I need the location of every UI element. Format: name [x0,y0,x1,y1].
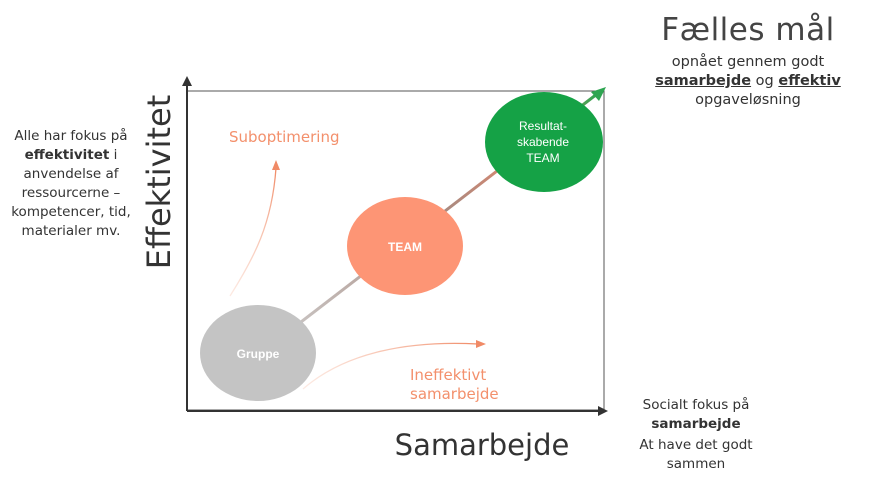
subtitle-line2: samarbejde og effektiv [628,72,868,91]
page-subtitle: opnået gennem godt samarbejde og effekti… [628,53,868,110]
subtitle-keyword-effektiv: effektiv [778,73,841,89]
result-label-line1: Resultat- [519,119,567,133]
team-label: TEAM [388,240,422,254]
subtitle-conjunction: og [751,73,779,89]
gruppe-node [200,305,316,401]
efficiency-note-line4: ressourcerne – [21,185,121,201]
togetherness-note: At have det godt sammen [626,436,766,474]
ineffektivt-label-line2: samarbejde [410,385,499,403]
efficiency-note-line5: kompetencer, tid, [11,204,131,220]
social-keyword: samarbejde [651,416,741,432]
efficiency-note-rest1: i [109,147,118,163]
result-label-line3: TEAM [526,151,559,165]
y-axis [182,76,192,411]
page-title: Fælles mål [661,12,835,48]
result-label-line2: skabende [517,135,569,149]
social-note: Socialt fokus på samarbejde [626,396,766,434]
subtitle-keyword-samarbejde: samarbejde [655,73,752,89]
result-team-node [485,92,603,192]
social-note-keyword: samarbejde [626,415,766,434]
ineffektivt-label-line1: Ineffektivt [410,366,486,384]
social-note-line1: Socialt fokus på [642,397,750,413]
suboptimering-label: Suboptimering [229,128,340,146]
ineffektivt-arrow [302,340,486,390]
togetherness-note-line2: sammen [666,456,726,472]
team-node [347,197,463,295]
x-axis [187,406,608,416]
suboptimering-arrow [229,160,280,297]
efficiency-note-line2: effektivitet i [4,146,138,165]
efficiency-note-line6: materialer mv. [21,223,121,239]
y-axis-label: Effektivitet [140,95,178,270]
efficiency-note: Alle har fokus på effektivitet i anvende… [4,127,138,241]
efficiency-note-line3: anvendelse af [23,166,119,182]
efficiency-note-line1: Alle har fokus på [14,128,128,144]
subtitle-line1: opnået gennem godt [671,54,825,70]
x-axis-label: Samarbejde [395,428,570,462]
gruppe-label: Gruppe [237,347,280,361]
subtitle-line3: opgaveløsning [695,92,801,108]
efficiency-keyword: effektivitet [24,147,110,163]
togetherness-note-line1: At have det godt [639,437,753,453]
